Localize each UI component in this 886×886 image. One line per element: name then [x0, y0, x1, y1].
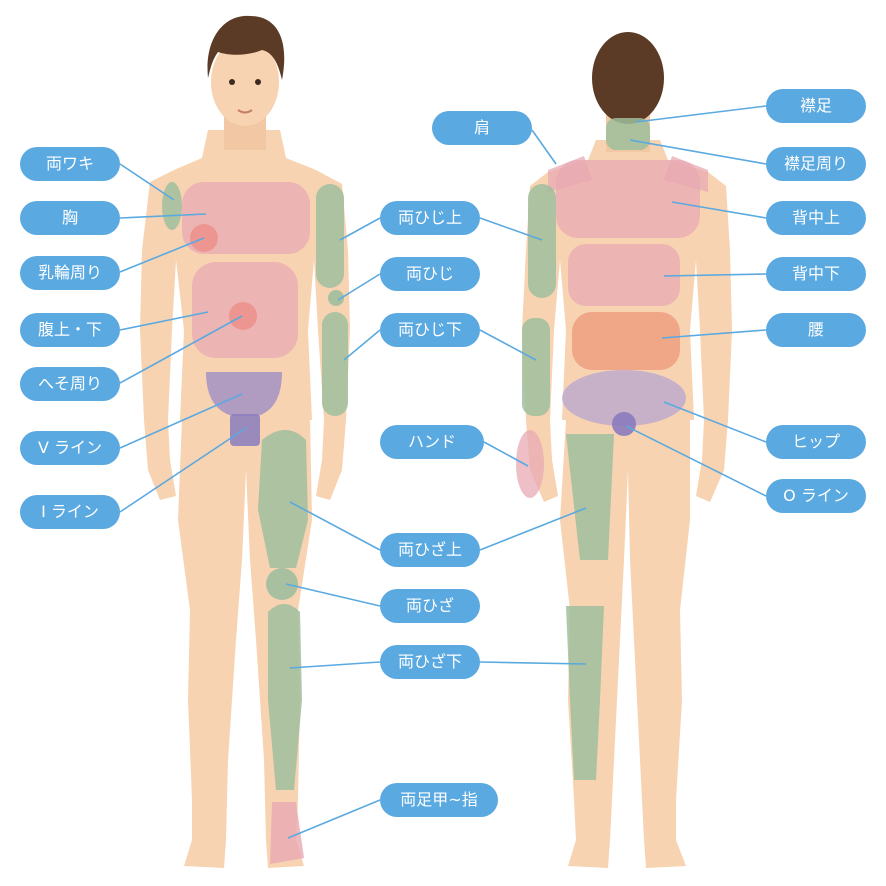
leader-chest — [119, 213, 207, 219]
zone-back-calf — [566, 606, 604, 780]
zone-knee — [266, 568, 298, 600]
zone-forearm — [322, 312, 348, 416]
zone-lower-leg — [268, 604, 302, 790]
zone-elbow — [328, 290, 344, 306]
zone-thigh — [258, 430, 308, 568]
zone-foot — [270, 802, 304, 864]
zone-back-upper-arm — [528, 184, 556, 298]
front-hair — [207, 15, 285, 80]
label-i-line[interactable]: I ライン — [20, 495, 120, 529]
zone-hand — [516, 430, 544, 498]
zone-navel — [229, 302, 257, 330]
label-o-line[interactable]: O ライン — [766, 479, 866, 513]
zone-back-forearm — [522, 318, 550, 416]
leader-thigh-front — [289, 501, 381, 551]
label-nape[interactable]: 襟足 — [766, 89, 866, 123]
zone-nape — [606, 118, 650, 150]
label-waist[interactable]: 腰 — [766, 313, 866, 347]
label-elbow[interactable]: 両ひじ — [380, 257, 480, 291]
leader-lower-back — [663, 273, 767, 277]
zone-v-line — [206, 372, 282, 416]
leader-upper-back — [671, 201, 767, 219]
leader-o-line — [625, 425, 767, 497]
label-around-nape[interactable]: 襟足周り — [766, 147, 866, 181]
front-head — [211, 38, 279, 126]
leader-around-nape — [629, 139, 767, 165]
leader-upper-arm-back — [479, 217, 543, 241]
label-knee[interactable]: 両ひざ — [380, 589, 480, 623]
leader-lines — [119, 105, 767, 839]
leader-hand — [483, 441, 529, 467]
zone-lower-back — [568, 244, 680, 306]
leader-hip — [663, 401, 767, 443]
zone-waist — [572, 312, 680, 370]
label-abdomen[interactable]: 腹上・下 — [20, 313, 120, 347]
leader-abdomen — [119, 311, 209, 331]
leader-thigh-back — [479, 507, 587, 551]
leader-v-line — [119, 393, 243, 449]
zone-armpit — [162, 182, 182, 230]
label-navel[interactable]: へそ周り — [20, 367, 120, 401]
zone-hip — [562, 370, 686, 426]
leader-navel — [119, 315, 243, 384]
label-areola[interactable]: 乳輪周り — [20, 256, 120, 290]
front-figure — [140, 15, 350, 868]
label-chest[interactable]: 胸 — [20, 201, 120, 235]
leader-upper-arm — [339, 217, 381, 241]
label-lower-leg[interactable]: 両ひざ下 — [380, 645, 480, 679]
label-armpit[interactable]: 両ワキ — [20, 147, 120, 181]
leader-waist — [661, 329, 767, 339]
leader-areola — [119, 237, 205, 273]
leader-shoulder — [531, 129, 557, 165]
label-hip[interactable]: ヒップ — [766, 425, 866, 459]
label-upper-arm[interactable]: 両ひじ上 — [380, 201, 480, 235]
leader-forearm — [343, 329, 381, 361]
zone-o-line — [612, 412, 636, 436]
zone-upper-arm — [316, 184, 344, 288]
leader-foot — [287, 799, 381, 839]
leader-elbow — [337, 273, 381, 301]
leader-i-line — [119, 427, 247, 513]
label-foot[interactable]: 両足甲~指 — [380, 783, 498, 817]
leader-nape — [635, 105, 767, 123]
leader-knee — [285, 583, 381, 607]
leader-forearm-back — [479, 329, 537, 361]
label-lower-back[interactable]: 背中下 — [766, 257, 866, 291]
leader-lower-leg-back — [479, 661, 587, 665]
leader-lower-leg — [289, 661, 381, 669]
back-arm-right — [696, 172, 732, 502]
back-figure — [516, 32, 732, 868]
label-upper-back[interactable]: 背中上 — [766, 201, 866, 235]
zone-i-line — [230, 414, 260, 446]
zone-upper-back — [556, 160, 700, 238]
label-hand[interactable]: ハンド — [380, 425, 484, 459]
label-v-line[interactable]: V ライン — [20, 431, 120, 465]
label-thigh[interactable]: 両ひざ上 — [380, 533, 480, 567]
zone-back-thigh — [566, 434, 614, 560]
label-shoulder[interactable]: 肩 — [432, 111, 532, 145]
label-forearm[interactable]: 両ひじ下 — [380, 313, 480, 347]
back-head — [592, 32, 664, 124]
leader-armpit — [119, 163, 175, 201]
